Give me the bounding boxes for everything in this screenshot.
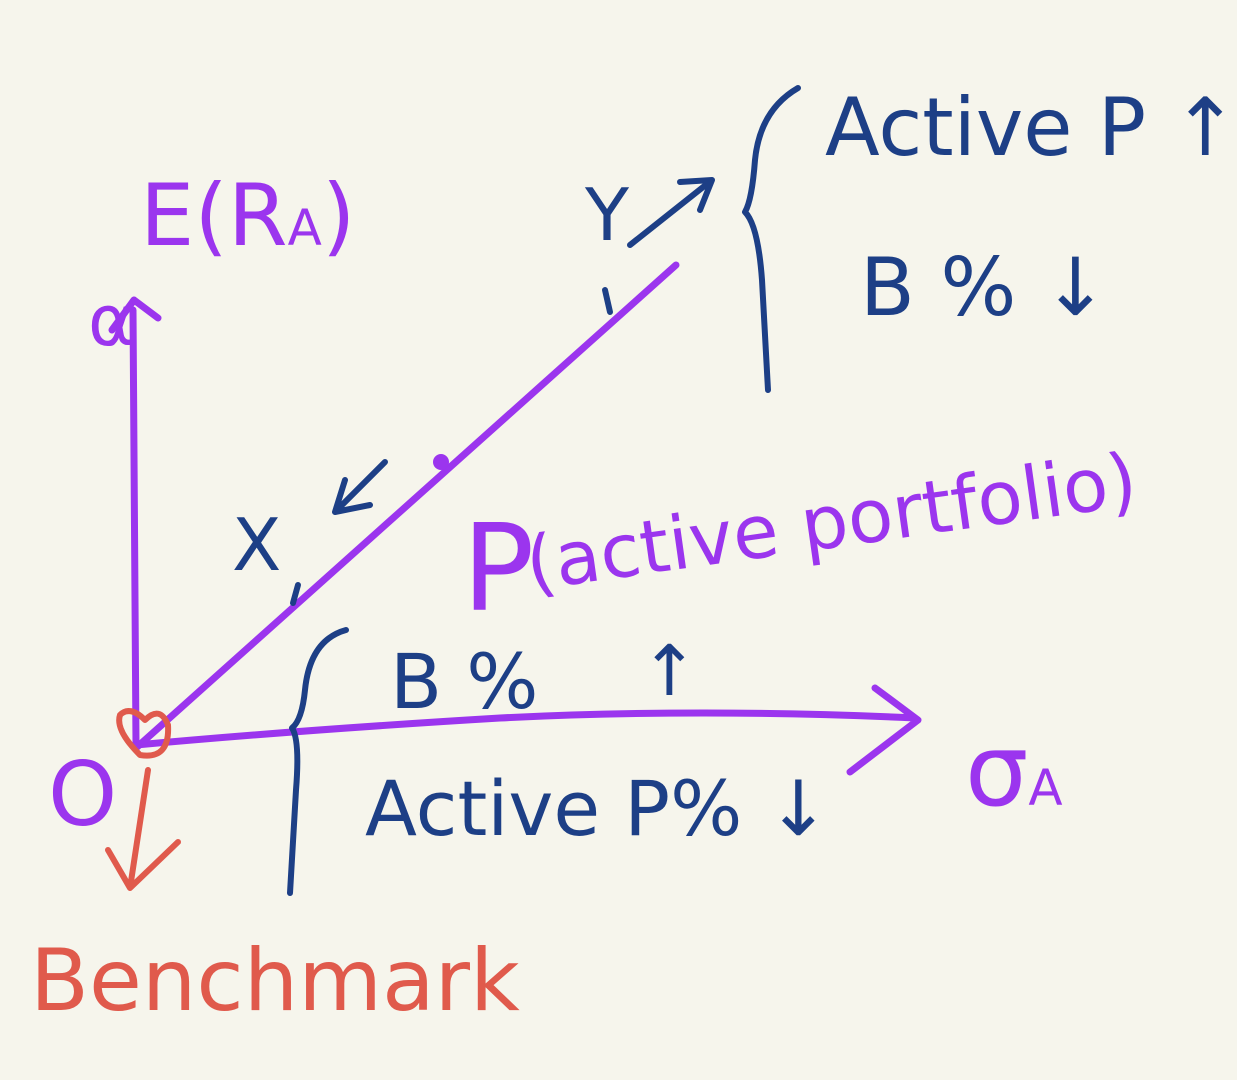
- point-y-tick: [602, 287, 613, 315]
- active-line: [132, 261, 680, 752]
- benchmark-circle: [116, 708, 172, 759]
- point-p-label: P: [462, 500, 534, 639]
- point-x-tick: [290, 582, 301, 606]
- point-p-dot: [433, 454, 449, 470]
- lower-note-line1: B %: [390, 637, 539, 726]
- upper-note-line1: Active P ↑: [825, 81, 1237, 174]
- benchmark-label: Benchmark: [30, 931, 520, 1031]
- point-y-label: Y: [584, 173, 630, 257]
- lower-note-line2: Active P% ↓: [365, 764, 830, 853]
- origin-label: O: [48, 743, 117, 846]
- upper-brace: [742, 85, 801, 393]
- benchmark-arrow-icon: [105, 767, 181, 891]
- point-x-label: X: [232, 503, 281, 587]
- upper-note-line2: B % ↓: [860, 241, 1109, 334]
- x-axis-label: σA: [965, 712, 1063, 829]
- alpha-label: α: [88, 280, 134, 362]
- y-axis: [108, 296, 162, 749]
- arrow-toward-x-icon: [332, 459, 388, 515]
- y-axis-label: E(RA): [140, 166, 355, 266]
- lower-note-arrow-up-icon: ↑: [640, 630, 699, 712]
- x-axis: [132, 684, 922, 776]
- arrow-toward-y-icon: [627, 177, 715, 248]
- lower-brace: [287, 627, 349, 896]
- point-p-description: (active portfolio): [521, 437, 1143, 608]
